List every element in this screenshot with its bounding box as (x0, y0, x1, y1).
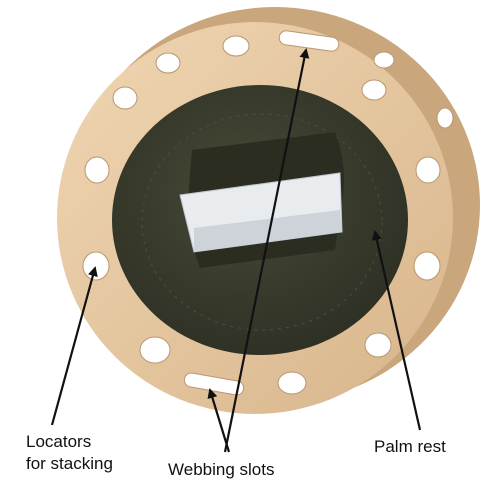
locator-hole (413, 251, 441, 281)
webbing-slots-label: Webbing slots (168, 460, 275, 479)
locator-hole (373, 51, 395, 69)
locator-hole (364, 332, 392, 358)
locators-label: Locators for stacking (26, 431, 113, 475)
arrow-locators (50, 266, 98, 426)
locator-holes (82, 35, 454, 395)
locator-hole (222, 35, 250, 57)
arrow-webbing-top (223, 48, 310, 453)
core-bar-shade (194, 210, 342, 252)
arrow-palm-rest (371, 230, 422, 431)
locator-hole (139, 336, 171, 364)
locator-hole (415, 156, 441, 184)
locator-hole (82, 251, 110, 281)
locator-hole (361, 79, 387, 101)
locator-hole (277, 371, 307, 395)
webbing-slot-top (278, 30, 340, 52)
palm-rest-label: Palm rest (374, 437, 446, 456)
locator-hole (436, 107, 454, 129)
hub-emboss-ring (141, 113, 383, 331)
locators-label-line2: for stacking (26, 454, 113, 473)
locators-label-line1: Locators (26, 432, 92, 451)
locator-hole (112, 86, 138, 110)
locator-hole (84, 156, 110, 184)
locator-hole (155, 52, 181, 74)
arrow-webbing-bottom (207, 388, 231, 453)
